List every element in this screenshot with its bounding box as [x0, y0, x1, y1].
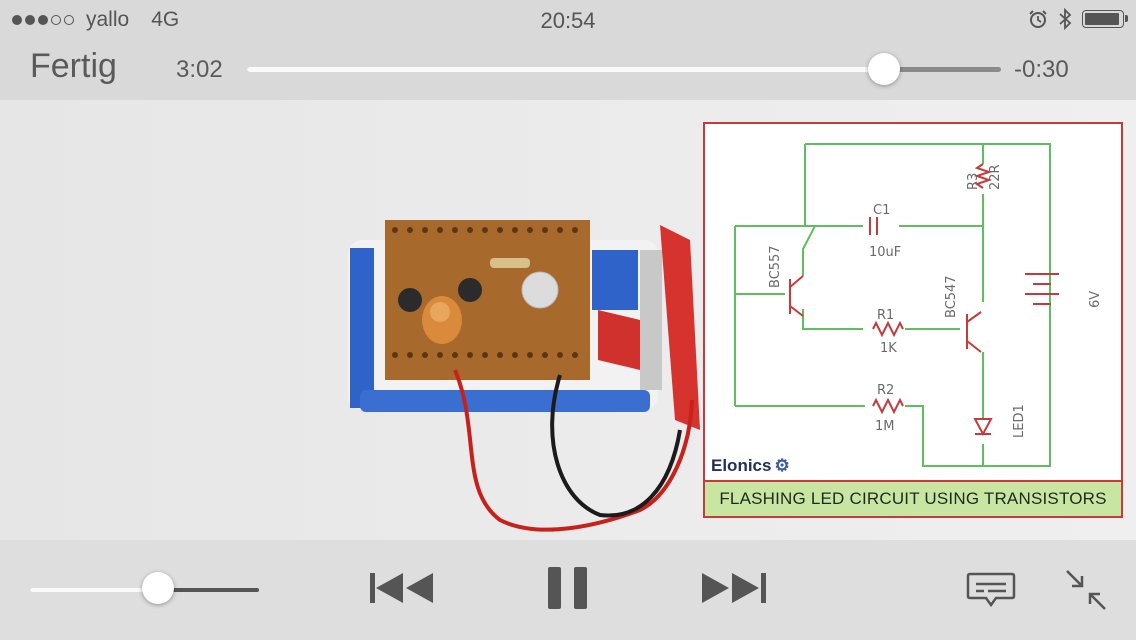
battery-icon	[1082, 10, 1128, 28]
label-battery: 6V	[1088, 291, 1103, 308]
player-controls	[0, 540, 1136, 640]
label-r1-value: 1K	[880, 341, 897, 356]
signal-strength-icon	[12, 15, 74, 25]
label-r3-value: 22R	[988, 164, 1003, 190]
label-r1: R1	[877, 308, 894, 323]
label-led: LED1	[1012, 404, 1027, 438]
brand-name: Elonics	[711, 456, 772, 475]
label-c1-value: 10uF	[869, 245, 901, 260]
label-r2-value: 1M	[875, 419, 895, 434]
next-track-icon[interactable]	[702, 571, 766, 605]
subtitles-icon[interactable]	[966, 572, 1016, 608]
elapsed-time: 3:02	[176, 56, 223, 83]
battery-board-image	[348, 220, 700, 532]
status-right	[1028, 8, 1128, 30]
circuit-schematic: R3 22R C1 10uF BC557 BC547 R1 1K R2 1M L…	[703, 122, 1123, 518]
exit-fullscreen-icon[interactable]	[1064, 568, 1108, 612]
remaining-time: -0:30	[1014, 56, 1069, 83]
clock: 20:54	[540, 8, 596, 33]
label-r3: R3	[966, 173, 981, 190]
gear-logo-icon: ⚙	[774, 456, 790, 475]
status-left: yallo 4G	[12, 8, 179, 32]
scrubber-handle[interactable]	[868, 53, 901, 85]
label-q1: BC557	[768, 245, 783, 288]
player-top-bar: Fertig 3:02 -0:30	[0, 40, 1136, 100]
carrier-name: yallo	[86, 8, 130, 31]
label-r2: R2	[877, 383, 894, 398]
schematic-diagram: R3 22R C1 10uF BC557 BC547 R1 1K R2 1M L…	[734, 143, 1103, 467]
pause-icon[interactable]	[548, 567, 588, 609]
label-c1: C1	[873, 203, 890, 218]
scrubber-track[interactable]	[247, 53, 1001, 85]
schematic-title: FLASHING LED CIRCUIT USING TRANSISTORS	[705, 480, 1121, 516]
schematic-brand: Elonics ⚙	[711, 456, 790, 476]
volume-handle[interactable]	[142, 572, 175, 604]
label-q2: BC547	[944, 275, 959, 318]
volume-slider[interactable]	[30, 572, 259, 604]
network-type: 4G	[151, 8, 180, 31]
volume-level	[30, 588, 159, 592]
done-button[interactable]: Fertig	[30, 47, 117, 85]
alarm-clock-icon	[1029, 10, 1047, 28]
previous-track-icon[interactable]	[370, 571, 434, 605]
scrubber-played	[247, 67, 885, 72]
video-frame[interactable]: R3 22R C1 10uF BC557 BC547 R1 1K R2 1M L…	[0, 100, 1136, 540]
status-bar: yallo 4G 20:54	[0, 0, 1136, 40]
bluetooth-icon	[1059, 8, 1072, 30]
